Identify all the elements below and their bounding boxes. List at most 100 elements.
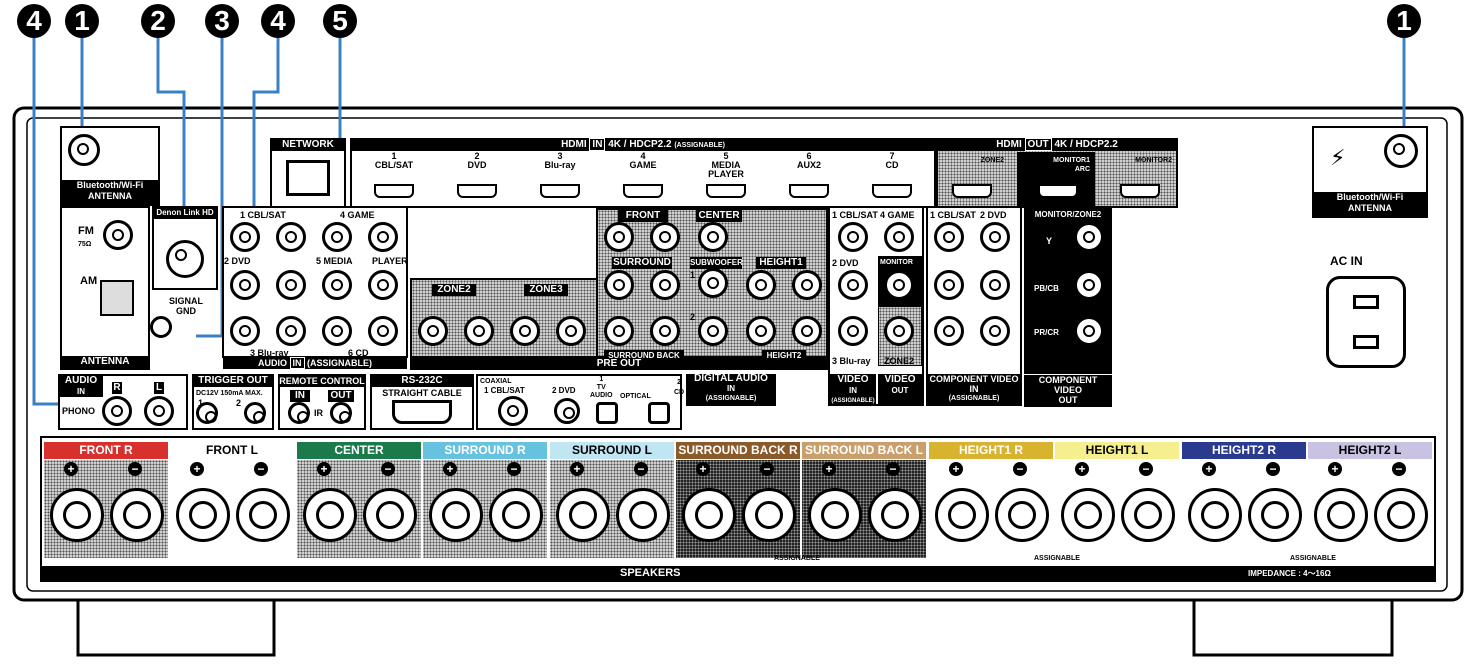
trigger-1-jack[interactable] bbox=[196, 402, 218, 424]
component-in-jack[interactable] bbox=[934, 270, 964, 300]
speaker-terminal-minus[interactable] bbox=[1248, 488, 1302, 542]
video-monitor-jack[interactable] bbox=[884, 270, 914, 300]
video-in-1-jack[interactable] bbox=[838, 222, 868, 252]
hdmi-out-port[interactable] bbox=[952, 184, 992, 198]
video-zone2-jack[interactable] bbox=[884, 316, 914, 346]
speaker-terminal-plus[interactable] bbox=[303, 488, 357, 542]
component-out-pr-jack[interactable] bbox=[1074, 316, 1104, 346]
trigger-2-jack[interactable] bbox=[244, 402, 266, 424]
audio-in-jack[interactable] bbox=[368, 270, 398, 300]
pre-out-jack[interactable] bbox=[650, 270, 680, 300]
video-in-2-jack[interactable] bbox=[838, 270, 868, 300]
component-in-jack[interactable] bbox=[980, 222, 1010, 252]
network-port[interactable] bbox=[286, 160, 330, 196]
component-out-pb-jack[interactable] bbox=[1074, 270, 1104, 300]
pre-out-jack[interactable] bbox=[604, 270, 634, 300]
speaker-terminal-minus[interactable] bbox=[363, 488, 417, 542]
digital-audio-title: DIGITAL AUDIO bbox=[694, 373, 768, 384]
hdmi-in-5-port[interactable] bbox=[706, 184, 746, 198]
video-in-3-jack[interactable] bbox=[838, 316, 868, 346]
digital-optical2-port[interactable] bbox=[648, 402, 670, 424]
audio-in-jack[interactable] bbox=[322, 316, 352, 346]
speaker-terminal-plus[interactable] bbox=[176, 488, 230, 542]
speaker-terminal-minus[interactable] bbox=[489, 488, 543, 542]
component-in-jack[interactable] bbox=[934, 222, 964, 252]
audio-in-jack[interactable] bbox=[322, 270, 352, 300]
speaker-terminal-plus[interactable] bbox=[1314, 488, 1368, 542]
speaker-terminal-minus[interactable] bbox=[868, 488, 922, 542]
pre-out-jack[interactable] bbox=[792, 316, 822, 346]
hdmi-in-2-port[interactable] bbox=[457, 184, 497, 198]
speaker-terminal-plus[interactable] bbox=[50, 488, 104, 542]
pre-out-zone-jack[interactable] bbox=[510, 316, 540, 346]
audio-in-jack[interactable] bbox=[230, 270, 260, 300]
hdmi-in-6-port[interactable] bbox=[789, 184, 829, 198]
am-antenna-terminal[interactable] bbox=[100, 280, 134, 316]
digital-optical1-port[interactable] bbox=[596, 402, 618, 424]
component-out-y-jack[interactable] bbox=[1074, 222, 1104, 252]
speaker-terminal-plus[interactable] bbox=[556, 488, 610, 542]
hdmi-out-port[interactable] bbox=[1038, 184, 1078, 198]
phono-r-jack[interactable] bbox=[102, 396, 132, 426]
digital-coax1-jack[interactable] bbox=[498, 396, 528, 426]
pre-out-jack[interactable] bbox=[792, 270, 822, 300]
audio-in-jack[interactable] bbox=[322, 222, 352, 252]
speaker-terminal-minus[interactable] bbox=[110, 488, 164, 542]
speaker-terminal-plus[interactable] bbox=[1061, 488, 1115, 542]
phono-l-jack[interactable] bbox=[144, 396, 174, 426]
hdmi-in-3-port[interactable] bbox=[540, 184, 580, 198]
pre-out-jack[interactable] bbox=[746, 270, 776, 300]
pre-out-jack[interactable] bbox=[604, 222, 634, 252]
speaker-terminal-plus[interactable] bbox=[682, 488, 736, 542]
audio-in-jack[interactable] bbox=[230, 316, 260, 346]
pre-out-jack[interactable] bbox=[698, 316, 728, 346]
speaker-terminal-minus[interactable] bbox=[995, 488, 1049, 542]
audio-in-jack[interactable] bbox=[276, 222, 306, 252]
speaker-terminal-plus[interactable] bbox=[808, 488, 862, 542]
speaker-minus-icon: − bbox=[1392, 462, 1406, 476]
speaker-terminal-plus[interactable] bbox=[935, 488, 989, 542]
ac-in-socket[interactable] bbox=[1326, 276, 1406, 368]
speaker-terminal-minus[interactable] bbox=[742, 488, 796, 542]
remote-in-jack[interactable] bbox=[288, 402, 310, 424]
speaker-minus-icon: − bbox=[128, 462, 142, 476]
audio-in-jack[interactable] bbox=[276, 316, 306, 346]
hdmi-in-1-port[interactable] bbox=[374, 184, 414, 198]
denon-link-connector[interactable] bbox=[166, 240, 204, 278]
pre-out-jack[interactable] bbox=[650, 316, 680, 346]
component-in-jack[interactable] bbox=[980, 316, 1010, 346]
video-in-4-jack[interactable] bbox=[884, 222, 914, 252]
digital-coax2-jack[interactable] bbox=[554, 398, 580, 424]
fm-antenna-connector[interactable] bbox=[103, 220, 133, 250]
hdmi-in-4-port[interactable] bbox=[623, 184, 663, 198]
pre-out-jack[interactable] bbox=[746, 316, 776, 346]
hdmi-out-port[interactable] bbox=[1120, 184, 1160, 198]
pre-out-jack[interactable] bbox=[698, 222, 728, 252]
component-in-jack[interactable] bbox=[980, 270, 1010, 300]
speaker-terminal-minus[interactable] bbox=[1374, 488, 1428, 542]
audio-in-jack[interactable] bbox=[368, 222, 398, 252]
pre-out-zone-jack[interactable] bbox=[464, 316, 494, 346]
speaker-terminal-plus[interactable] bbox=[429, 488, 483, 542]
pre-out-jack[interactable] bbox=[650, 222, 680, 252]
ac-in-label: AC IN bbox=[1330, 254, 1363, 268]
pre-out-zone-jack[interactable] bbox=[418, 316, 448, 346]
hdmi-in-7-port[interactable] bbox=[872, 184, 912, 198]
bt-antenna-left-connector[interactable] bbox=[68, 134, 100, 166]
speaker-terminal-minus[interactable] bbox=[1121, 488, 1175, 542]
speaker-terminal-plus[interactable] bbox=[1188, 488, 1242, 542]
speaker-terminal-minus[interactable] bbox=[616, 488, 670, 542]
speaker-terminal-minus[interactable] bbox=[236, 488, 290, 542]
bt-antenna-right-connector[interactable] bbox=[1384, 134, 1418, 168]
pre-out-jack[interactable] bbox=[604, 316, 634, 346]
pre-out-zone-jack[interactable] bbox=[556, 316, 586, 346]
rs232-port[interactable] bbox=[392, 400, 452, 424]
pre-out-jack[interactable] bbox=[698, 268, 728, 298]
pre-out-subwoofer-label: SUBWOOFER bbox=[690, 257, 743, 269]
remote-out-jack[interactable] bbox=[330, 402, 352, 424]
signal-gnd-terminal[interactable] bbox=[150, 316, 172, 338]
audio-in-jack[interactable] bbox=[276, 270, 306, 300]
audio-in-jack[interactable] bbox=[368, 316, 398, 346]
audio-in-jack[interactable] bbox=[230, 222, 260, 252]
component-in-jack[interactable] bbox=[934, 316, 964, 346]
